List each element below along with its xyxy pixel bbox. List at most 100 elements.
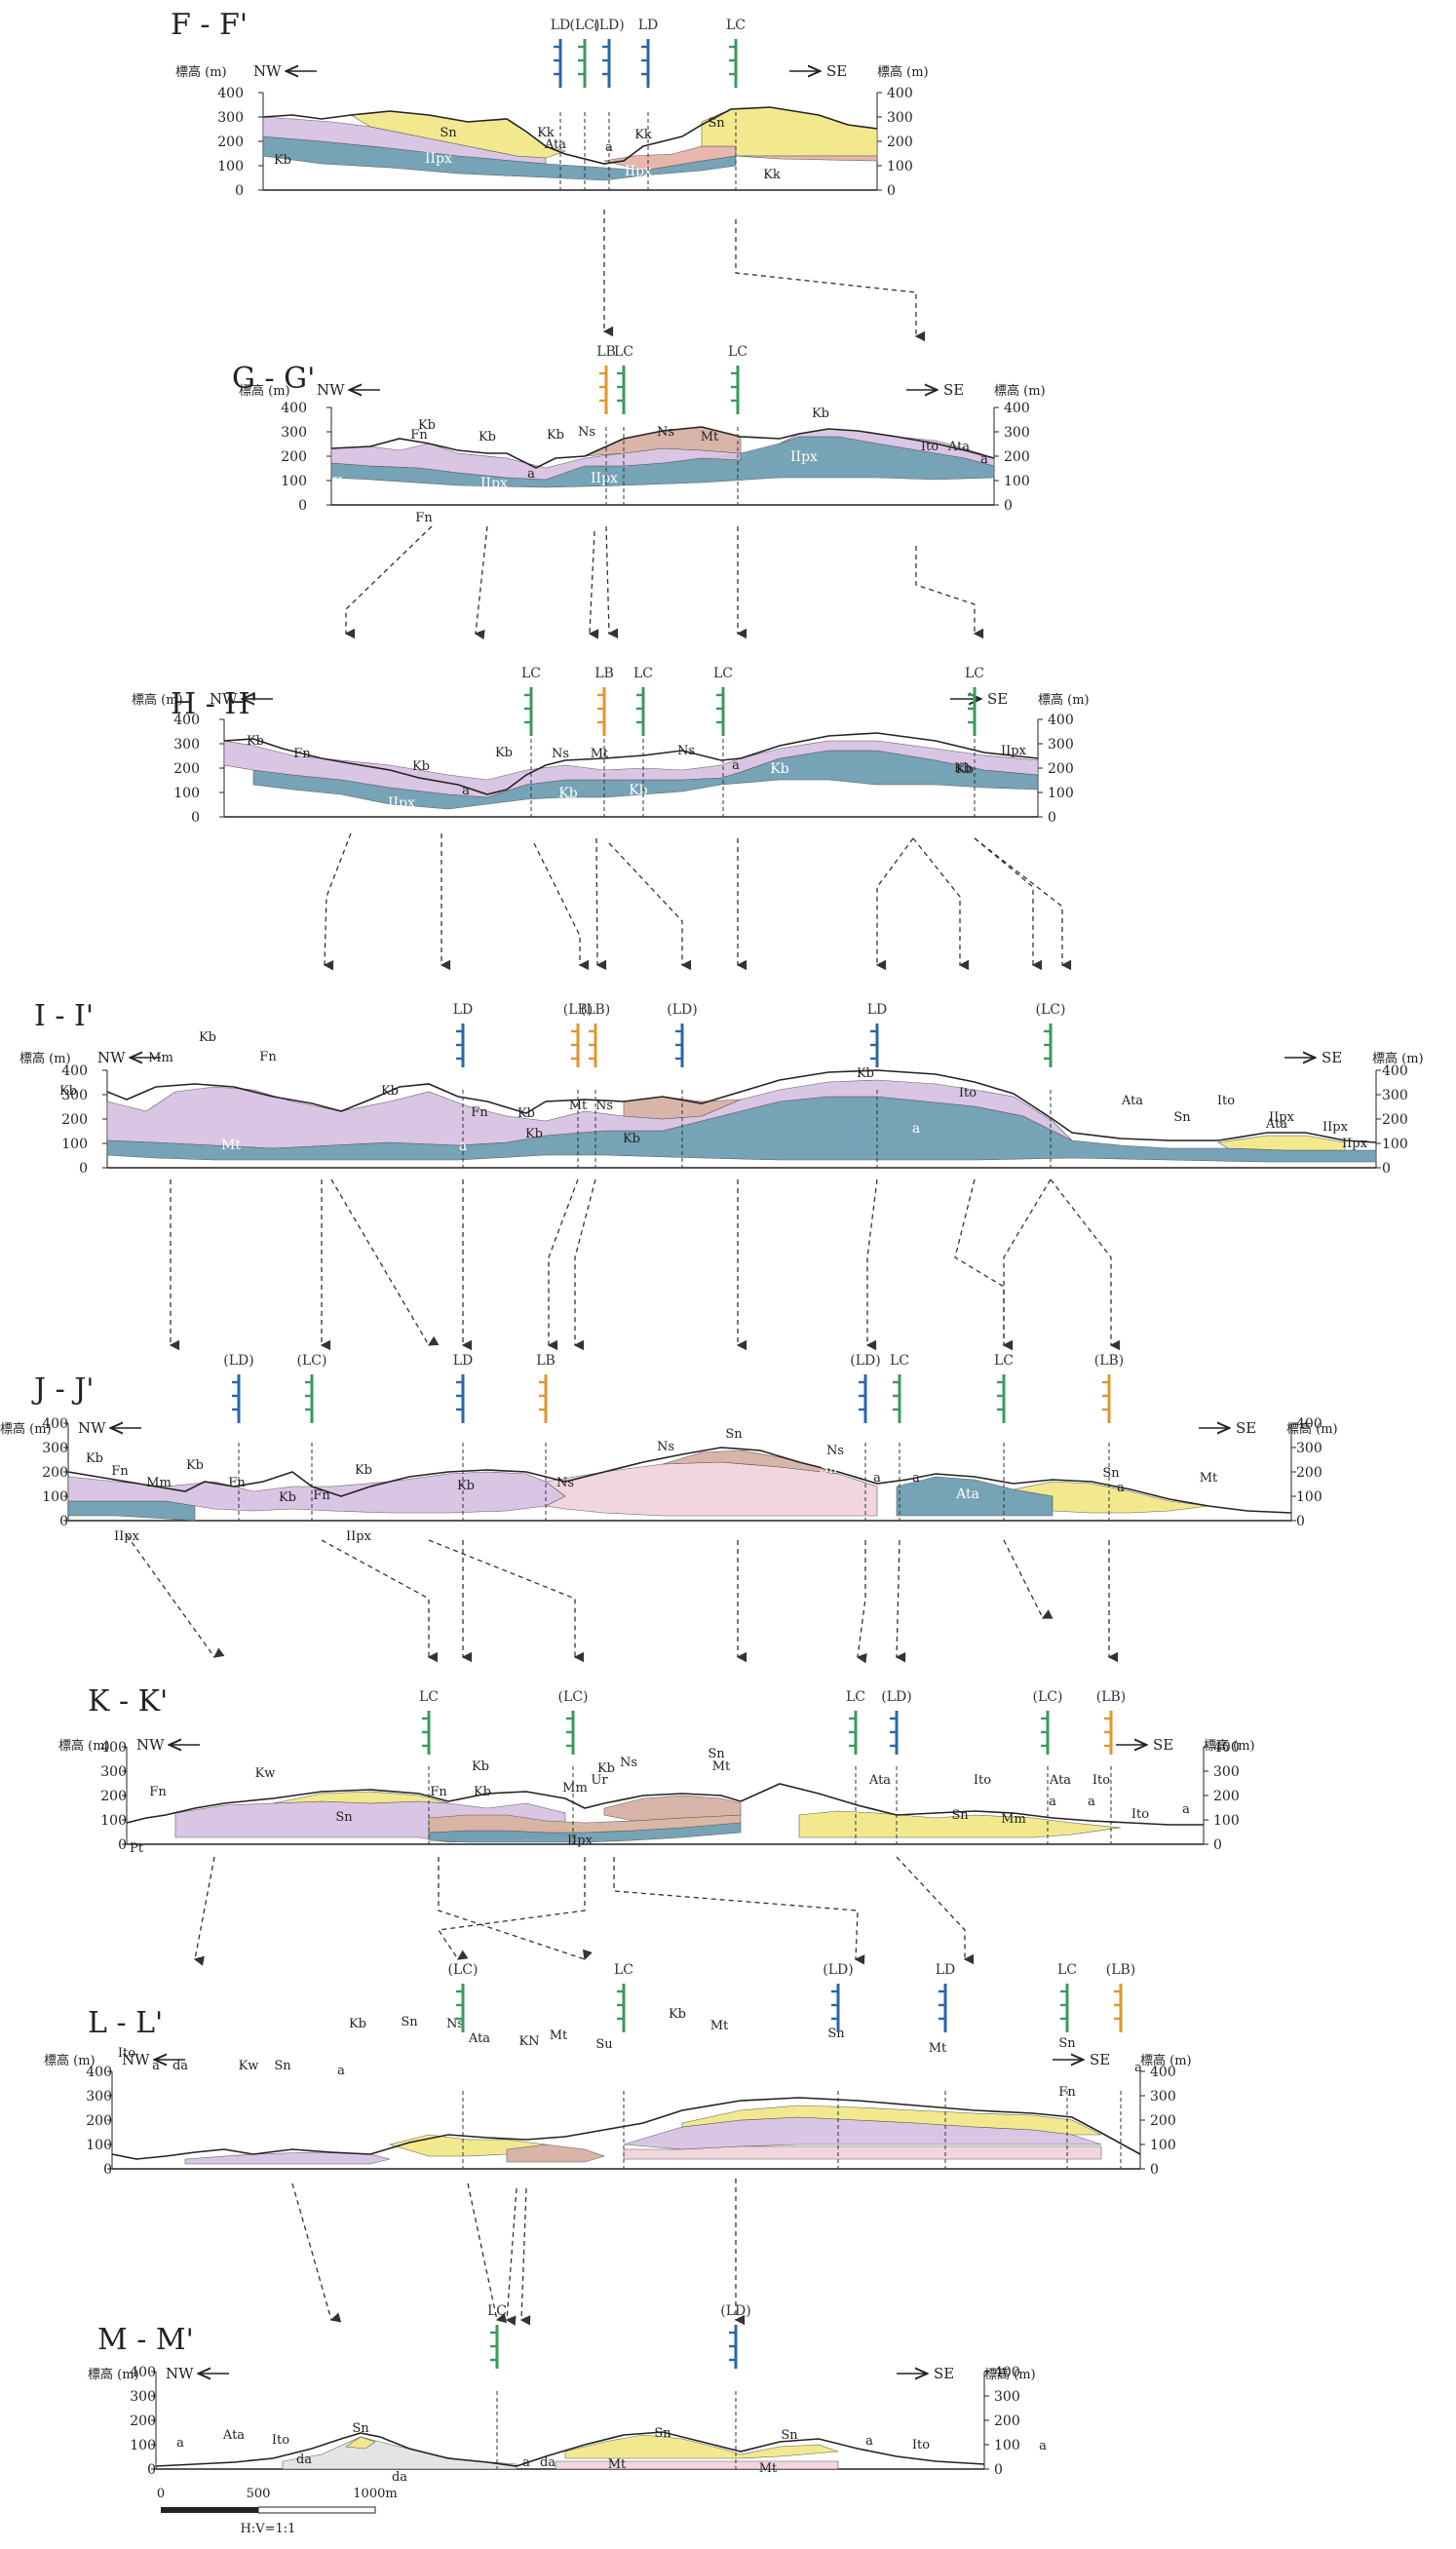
left-elevation-label: 標高 (m) xyxy=(0,1421,52,1437)
unit-label: a xyxy=(865,2434,873,2449)
topographic-surface xyxy=(262,106,878,165)
unit-label: Sn xyxy=(1102,1466,1120,1481)
unit-label: a xyxy=(912,1121,920,1137)
fault-marker: (LC) xyxy=(570,18,600,190)
unit-label: Fn xyxy=(259,1050,277,1064)
fault-label: LC xyxy=(1057,1962,1077,1978)
fault-marker: LC xyxy=(521,666,541,817)
fault-label: LB xyxy=(596,344,616,360)
fault-label: (LB) xyxy=(1094,1353,1125,1369)
unit-label: a xyxy=(176,2436,184,2451)
unit-label: a xyxy=(1117,1481,1125,1495)
tick-label: 100 xyxy=(100,1813,127,1829)
unit-label: Kb xyxy=(474,1785,491,1799)
unit-label: Mt xyxy=(701,430,719,444)
fault-label: (LB) xyxy=(1106,1962,1136,1978)
geologic-layers xyxy=(174,1791,1122,1843)
unit-label: IIpx xyxy=(591,471,618,486)
section-title: J - J' xyxy=(31,1372,95,1407)
unit-label: Kb xyxy=(547,428,564,443)
unit-label: a xyxy=(527,467,535,482)
tick-label: 200 xyxy=(1048,761,1074,777)
left-elevation-label: 標高 (m) xyxy=(175,64,227,80)
correlation-guide xyxy=(291,2182,342,2323)
unit-label: Sn xyxy=(725,1427,743,1442)
fault-marker: LD xyxy=(453,1353,473,1521)
correlation-guide xyxy=(437,1857,586,1960)
scale-bar-black xyxy=(161,2507,258,2513)
fault-marker: (LD) xyxy=(850,1353,881,1521)
unit-label: Ata xyxy=(1121,1094,1143,1108)
layer-iipx xyxy=(67,1500,196,1522)
unit-label: Kb xyxy=(770,761,788,777)
tick-label: 400 xyxy=(1382,1063,1408,1079)
fault-marker: (LD) xyxy=(720,2303,751,2469)
unit-label: Fn xyxy=(111,1464,129,1479)
tick-label: 400 xyxy=(173,713,200,728)
unit-label: IIpx xyxy=(790,449,818,465)
unit-label: Ur xyxy=(591,1773,608,1788)
unit-label: Fn xyxy=(415,511,433,525)
fault-marker: (LB) xyxy=(563,1002,593,1168)
unit-label: Kb xyxy=(199,1030,216,1045)
fault-label: LC xyxy=(521,666,541,681)
unit-label: Ito xyxy=(912,2438,930,2452)
right-elevation-label: 標高 (m) xyxy=(1286,1421,1338,1437)
unit-label: Kb xyxy=(279,1490,296,1505)
left-elevation-label: 標高 (m) xyxy=(239,383,290,399)
unit-label: Ata xyxy=(868,1773,891,1788)
geologic-layers xyxy=(282,2434,839,2470)
fault-label: (LD) xyxy=(594,18,624,33)
tick-label: 0 xyxy=(1048,810,1056,826)
unit-label: Kb xyxy=(59,1084,77,1099)
direction-nw-label: NW xyxy=(122,2051,150,2068)
unit-label: Kb xyxy=(86,1451,103,1466)
tick-label: 300 xyxy=(1150,2089,1176,2105)
unit-label: Sn xyxy=(654,2426,671,2441)
unit-label: Ata xyxy=(222,2428,245,2443)
section-title: G - G' xyxy=(232,362,315,396)
fault-label: (LC) xyxy=(570,18,600,33)
correlation-guide xyxy=(1002,1178,1052,1351)
layer-sn xyxy=(1013,1481,1209,1514)
tick-label: 300 xyxy=(130,2389,156,2405)
tick-label: 300 xyxy=(86,2089,112,2105)
unit-label: a xyxy=(1039,2439,1047,2453)
topographic-surface xyxy=(155,2431,985,2467)
unit-label: a xyxy=(1088,1795,1095,1809)
tick-label: 300 xyxy=(42,1441,68,1456)
layer-sn xyxy=(564,2434,839,2459)
unit-label: Ata xyxy=(955,1487,979,1502)
unit-label: IIpx xyxy=(346,1529,372,1544)
unit-label: Kb xyxy=(597,1761,615,1776)
correlation-guide xyxy=(321,1539,439,1663)
unit-label: Sn xyxy=(440,126,457,140)
tick-label: 200 xyxy=(994,2414,1020,2429)
tick-label: 0 xyxy=(298,498,307,514)
fault-marker: (LB) xyxy=(1094,1353,1125,1521)
tick-label: 0 xyxy=(887,183,896,199)
tick-label: 100 xyxy=(1150,2138,1176,2153)
unit-label: Kw xyxy=(239,2059,259,2073)
geologic-layers xyxy=(262,106,878,181)
tick-label: 200 xyxy=(173,761,200,777)
correlation-guide xyxy=(974,837,1072,971)
tick-label: 0 xyxy=(994,2462,1003,2478)
unit-label: Sn xyxy=(951,1808,969,1823)
right-elevation-label: 標高 (m) xyxy=(1140,2053,1192,2068)
unit-labels: KbSnKkAtaaKkIIpxIIpxSnKk xyxy=(274,116,781,182)
tick-label: 300 xyxy=(281,425,307,441)
right-elevation-label: 標高 (m) xyxy=(1038,692,1090,708)
unit-label: IIpx xyxy=(567,1834,594,1848)
unit-label: Ata xyxy=(1265,1117,1287,1132)
direction-se-label: SE xyxy=(1322,1049,1342,1066)
unit-label: Kb xyxy=(517,1106,535,1121)
